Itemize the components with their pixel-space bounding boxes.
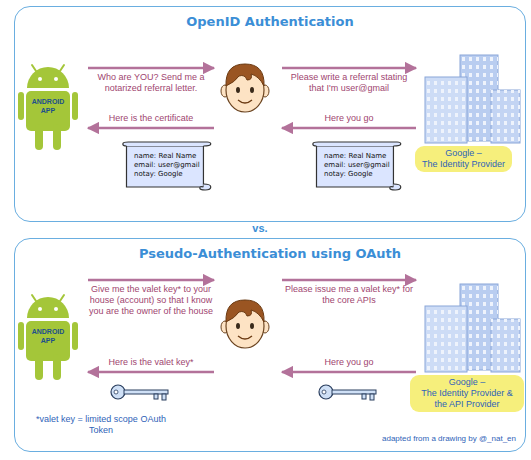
certificate-line: name: Real Name — [134, 152, 200, 161]
user-face — [221, 300, 269, 348]
android-label: ANDROID APP — [26, 97, 70, 115]
message-label: Who are YOU? Send me a notarized referra… — [88, 72, 214, 94]
message-arrow — [88, 279, 214, 282]
message-label: Here you go — [282, 357, 416, 368]
android-label: ANDROID APP — [26, 327, 70, 345]
vs-label: vs. — [240, 222, 280, 235]
certificate-line: notay: Google — [134, 170, 200, 179]
provider-text: The Identity Provider — [422, 159, 505, 170]
certificate-scroll: name: Real Nameemail: user@gmailnotay: G… — [121, 141, 213, 191]
message-label: Please write a referral stating that I'm… — [282, 72, 416, 94]
provider-text: Google – — [417, 377, 517, 388]
message-arrow — [282, 127, 416, 130]
certificate-scroll: name: Real Nameemail: user@gmailnotay: G… — [311, 141, 403, 191]
certificate-line: email: user@gmail — [134, 161, 200, 170]
certificate-line: notay: Google — [324, 170, 390, 179]
provider-tag: Google –The Identity Provider & the API … — [410, 375, 524, 412]
message-arrow — [88, 67, 214, 70]
certificate-line: email: user@gmail — [324, 161, 390, 170]
google-building — [425, 284, 520, 372]
android-icon — [18, 65, 78, 150]
credit-label: adapted from a drawing by @_nat_en — [330, 434, 516, 444]
panel-title: Pseudo-Authentication using OAuth — [15, 246, 525, 261]
android-icon — [18, 295, 78, 380]
valet-key — [111, 385, 168, 400]
user-face — [221, 64, 269, 112]
message-label: Here is the certificate — [88, 113, 214, 124]
footnote-label: *valet key = limited scope OAuth Token — [26, 414, 176, 436]
message-arrow — [282, 67, 416, 70]
provider-tag: Google –The Identity Provider — [415, 146, 512, 172]
message-label: Here is the valet key* — [88, 357, 214, 368]
google-building — [425, 55, 520, 143]
message-arrow — [282, 371, 416, 374]
message-arrow — [282, 279, 416, 282]
message-label: Here you go — [282, 113, 416, 124]
provider-text: The Identity Provider & the API Provider — [417, 388, 517, 410]
section-panel: OpenID Authenticationname: Real Nameemai… — [14, 6, 526, 222]
message-label: Please issue me a valet key* for the cor… — [282, 284, 416, 306]
provider-text: Google – — [422, 148, 505, 159]
valet-key — [319, 385, 376, 400]
message-arrow — [88, 371, 214, 374]
message-arrow — [88, 127, 214, 130]
message-label: Give me the valet key* to your house (ac… — [88, 284, 214, 317]
certificate-line: name: Real Name — [324, 152, 390, 161]
panel-title: OpenID Authentication — [15, 14, 525, 29]
